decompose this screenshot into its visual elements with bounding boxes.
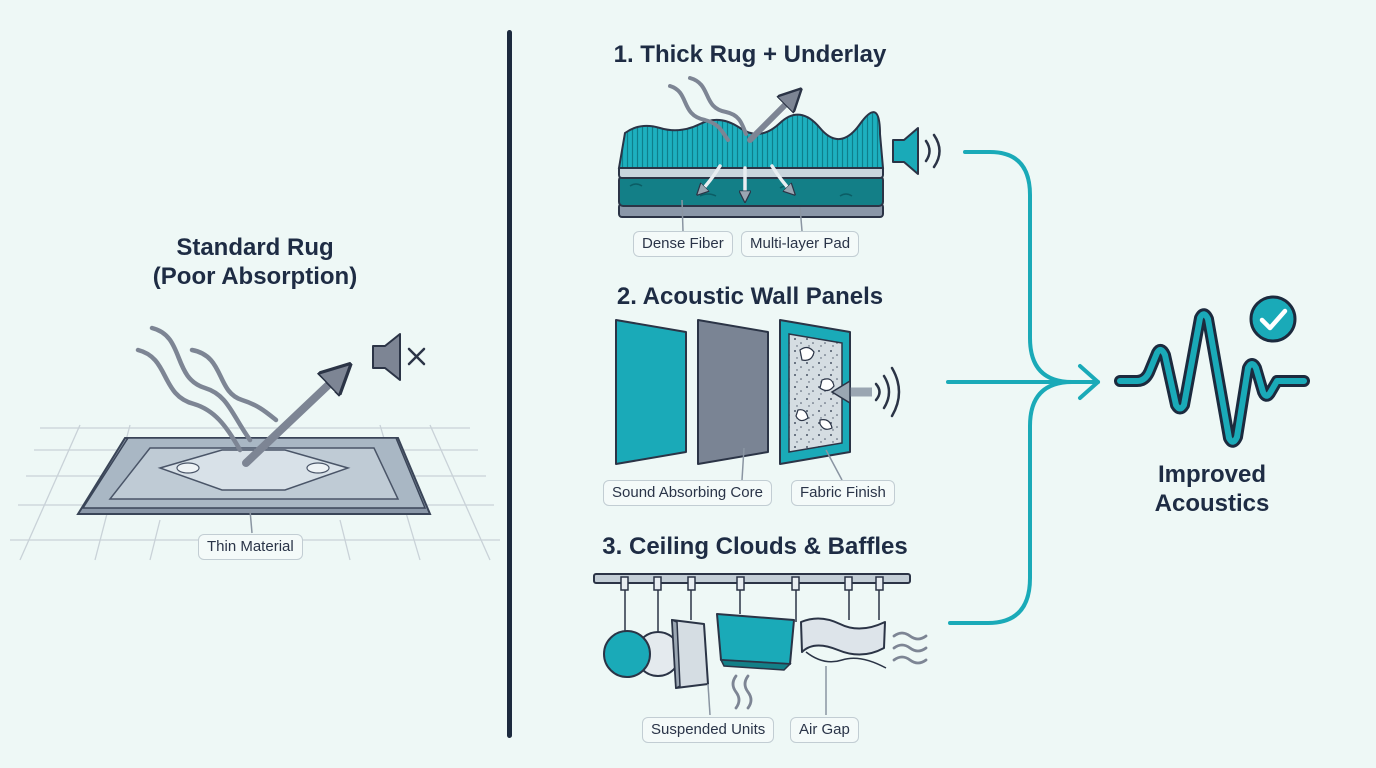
thin-material-tag: Thin Material — [198, 534, 303, 560]
suspended-units-tag: Suspended Units — [642, 717, 775, 743]
fabric-callout-line — [825, 449, 843, 481]
standard-rug-title-line1: Standard Rug — [176, 234, 334, 261]
absorption-arrows — [700, 164, 792, 198]
result-title-line1: Improved — [1157, 461, 1267, 488]
speaker-muted-icon — [372, 333, 426, 381]
incoming-sound-wave-icon — [135, 325, 279, 453]
standard-rug-title: Standard Rug (Poor Absorption) — [135, 233, 375, 291]
speaker-icon — [892, 127, 941, 175]
thin-rug — [76, 437, 432, 515]
solution-2-title: 2. Acoustic Wall Panels — [616, 283, 884, 310]
reflected-sound-arrow — [242, 372, 342, 467]
multi-layer-pad-tag: Multi-layer Pad — [741, 231, 860, 257]
converging-connectors — [946, 150, 1100, 625]
fabric-finish-tag: Fabric Finish — [791, 480, 895, 506]
rug-callout-line — [249, 509, 253, 534]
solution-1-title: 1. Thick Rug + Underlay — [613, 41, 887, 68]
sound-absorbing-core-tag: Sound Absorbing Core — [603, 480, 772, 506]
units-callout-line — [707, 683, 711, 716]
checkmark-icon — [1249, 295, 1297, 343]
airflow-wave-icon — [731, 631, 928, 710]
solution-3-title: 3. Ceiling Clouds & Baffles — [602, 533, 908, 560]
panel-sound-arrow — [830, 366, 901, 418]
pad-callout-line — [799, 206, 803, 232]
acoustic-panels-illustration — [615, 319, 851, 465]
result-title-line2: Acoustics — [1154, 490, 1270, 517]
rug-reflected-arrow — [747, 95, 795, 143]
section-divider — [507, 30, 512, 738]
dense-fiber-tag: Dense Fiber — [633, 231, 733, 257]
rug-sound-wave-icon — [668, 76, 748, 142]
thick-rug-illustration — [617, 111, 885, 218]
result-title: Improved Acoustics — [1112, 460, 1312, 518]
fiber-callout-line — [681, 199, 684, 232]
standard-rug-title-line2: (Poor Absorption) — [152, 263, 358, 290]
air-gap-tag: Air Gap — [790, 717, 859, 743]
improved-sound-wave-fill — [1117, 311, 1307, 445]
ceiling-baffles-illustration — [593, 573, 911, 690]
core-callout-line — [741, 447, 745, 481]
